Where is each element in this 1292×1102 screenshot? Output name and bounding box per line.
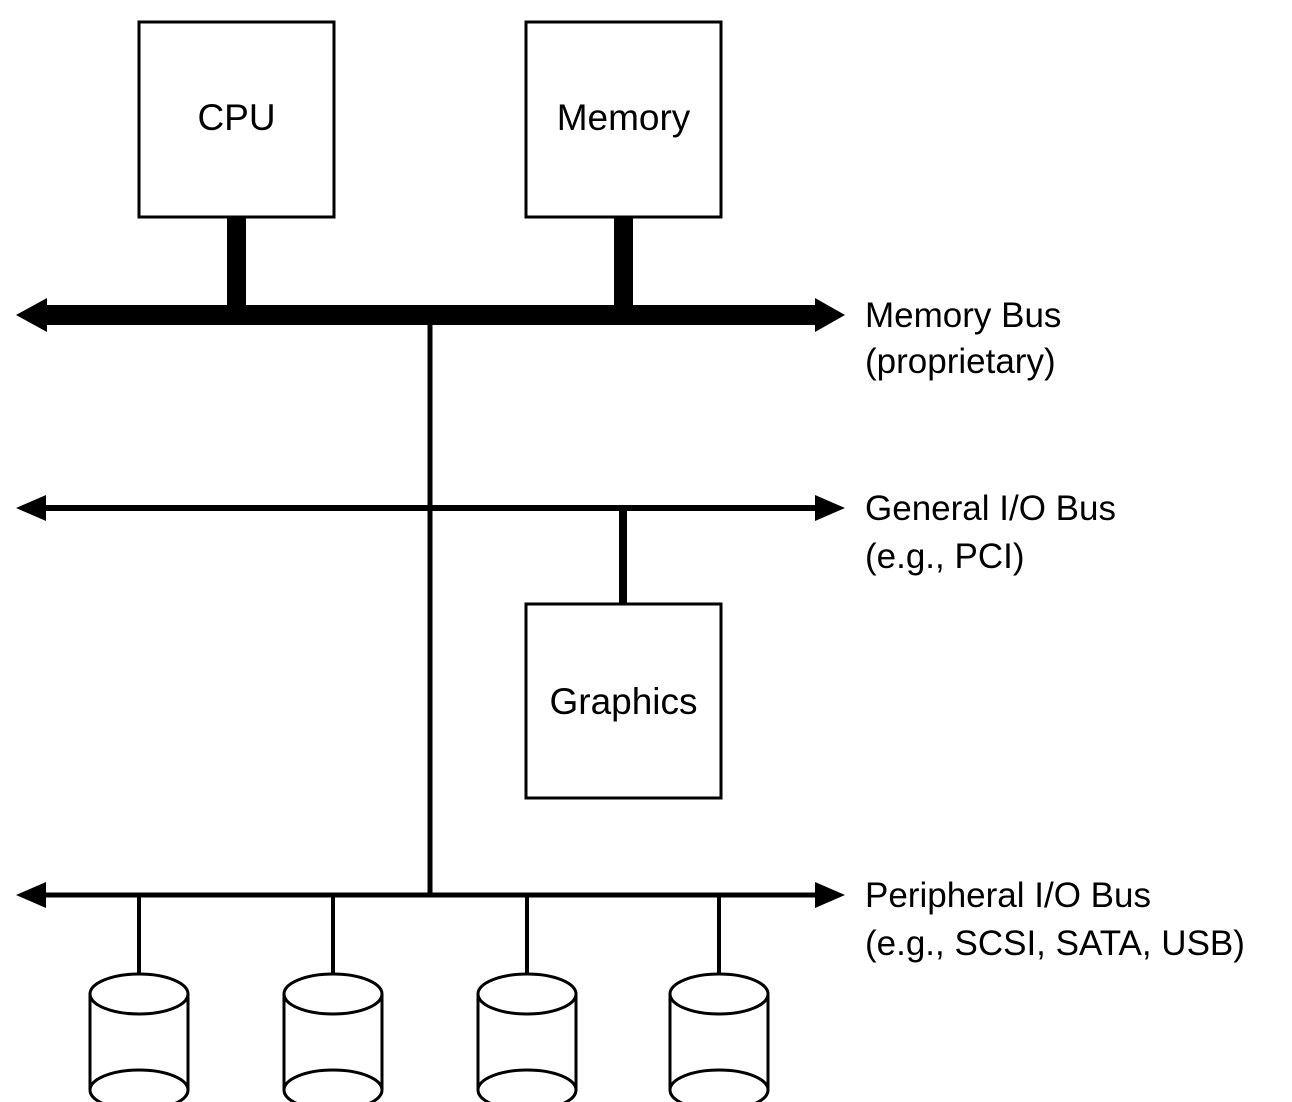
cpu-component: CPU <box>137 20 336 219</box>
cpu-box <box>137 20 336 219</box>
general-io-bus-name: General I/O Bus <box>865 489 1116 528</box>
disk-icon <box>88 972 190 1102</box>
disk-icon <box>668 972 770 1102</box>
peripheral-io-bus-name: Peripheral I/O Bus <box>865 876 1151 915</box>
memory-component: Memory <box>524 20 723 219</box>
graphics-box <box>524 602 723 800</box>
memory-bus-line <box>16 298 845 332</box>
general-io-bus-right-arrowhead <box>815 495 845 521</box>
memory-bus-left-arrowhead <box>16 298 47 332</box>
peripheral-io-bus-line <box>16 882 845 908</box>
disk-icon <box>282 972 384 1102</box>
peripheral-io-bus-right-arrowhead <box>815 882 845 908</box>
cpu-memory-bus-connector <box>227 217 246 307</box>
graphics-component: Graphics <box>524 602 723 800</box>
memory-label: Memory <box>557 97 691 138</box>
memory-memory-bus-connector <box>614 217 633 307</box>
memory-bus-detail: (proprietary) <box>865 342 1056 381</box>
general-io-bus-left-arrowhead <box>16 495 46 521</box>
general-io-bus-line <box>16 495 845 521</box>
peripheral-io-bus-left-arrowhead <box>16 882 46 908</box>
peripheral-io-bus-detail: (e.g., SCSI, SATA, USB) <box>865 924 1245 963</box>
graphics-label: Graphics <box>549 681 697 722</box>
memory-bus-name: Memory Bus <box>865 296 1061 335</box>
memory-bus-right-arrowhead <box>815 298 845 332</box>
memory-box <box>524 20 723 219</box>
cpu-label: CPU <box>197 97 275 138</box>
disk-icon <box>476 972 578 1102</box>
general-io-bus-detail: (e.g., PCI) <box>865 537 1024 576</box>
